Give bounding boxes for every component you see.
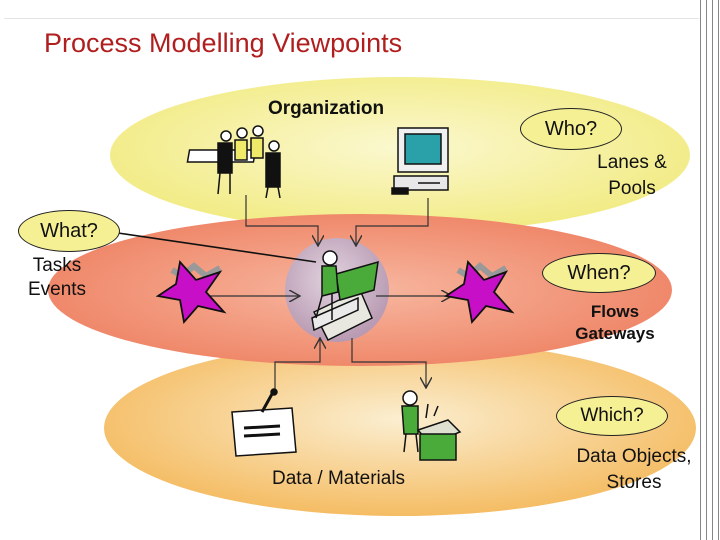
data-layer <box>104 340 696 516</box>
top-divider <box>4 0 700 19</box>
document-icon <box>231 388 297 457</box>
tasks-events-label: Tasks Events <box>27 255 87 300</box>
worker-with-box-icon <box>401 390 462 461</box>
org-connector <box>245 195 318 246</box>
who-bubble: Who? <box>520 108 622 150</box>
event-star-icon <box>443 260 515 324</box>
computer-icon <box>391 127 449 195</box>
lanes-pools-label: Lanes & Pools <box>597 152 667 199</box>
data-connector-left <box>274 338 320 392</box>
which-bubble: Which? <box>556 396 668 436</box>
decorative-edge <box>698 0 720 540</box>
data-objects-label: Data Objects, Stores <box>576 446 692 493</box>
what-bubble: What? <box>18 210 120 252</box>
computer-connector <box>356 198 429 246</box>
data-connector-right <box>351 338 426 388</box>
when-bubble: When? <box>542 253 656 293</box>
event-star-icon <box>155 260 227 324</box>
what-pointer <box>117 232 317 263</box>
data-materials-label: Data / Materials <box>272 468 406 489</box>
page-title: Process Modelling Viewpoints <box>44 28 403 58</box>
flows-gateways-label: Flows Gateways <box>575 302 655 343</box>
worker-at-desk-icon <box>311 250 379 342</box>
organization-label: Organization <box>268 98 385 119</box>
meeting-people-icon <box>186 125 281 199</box>
